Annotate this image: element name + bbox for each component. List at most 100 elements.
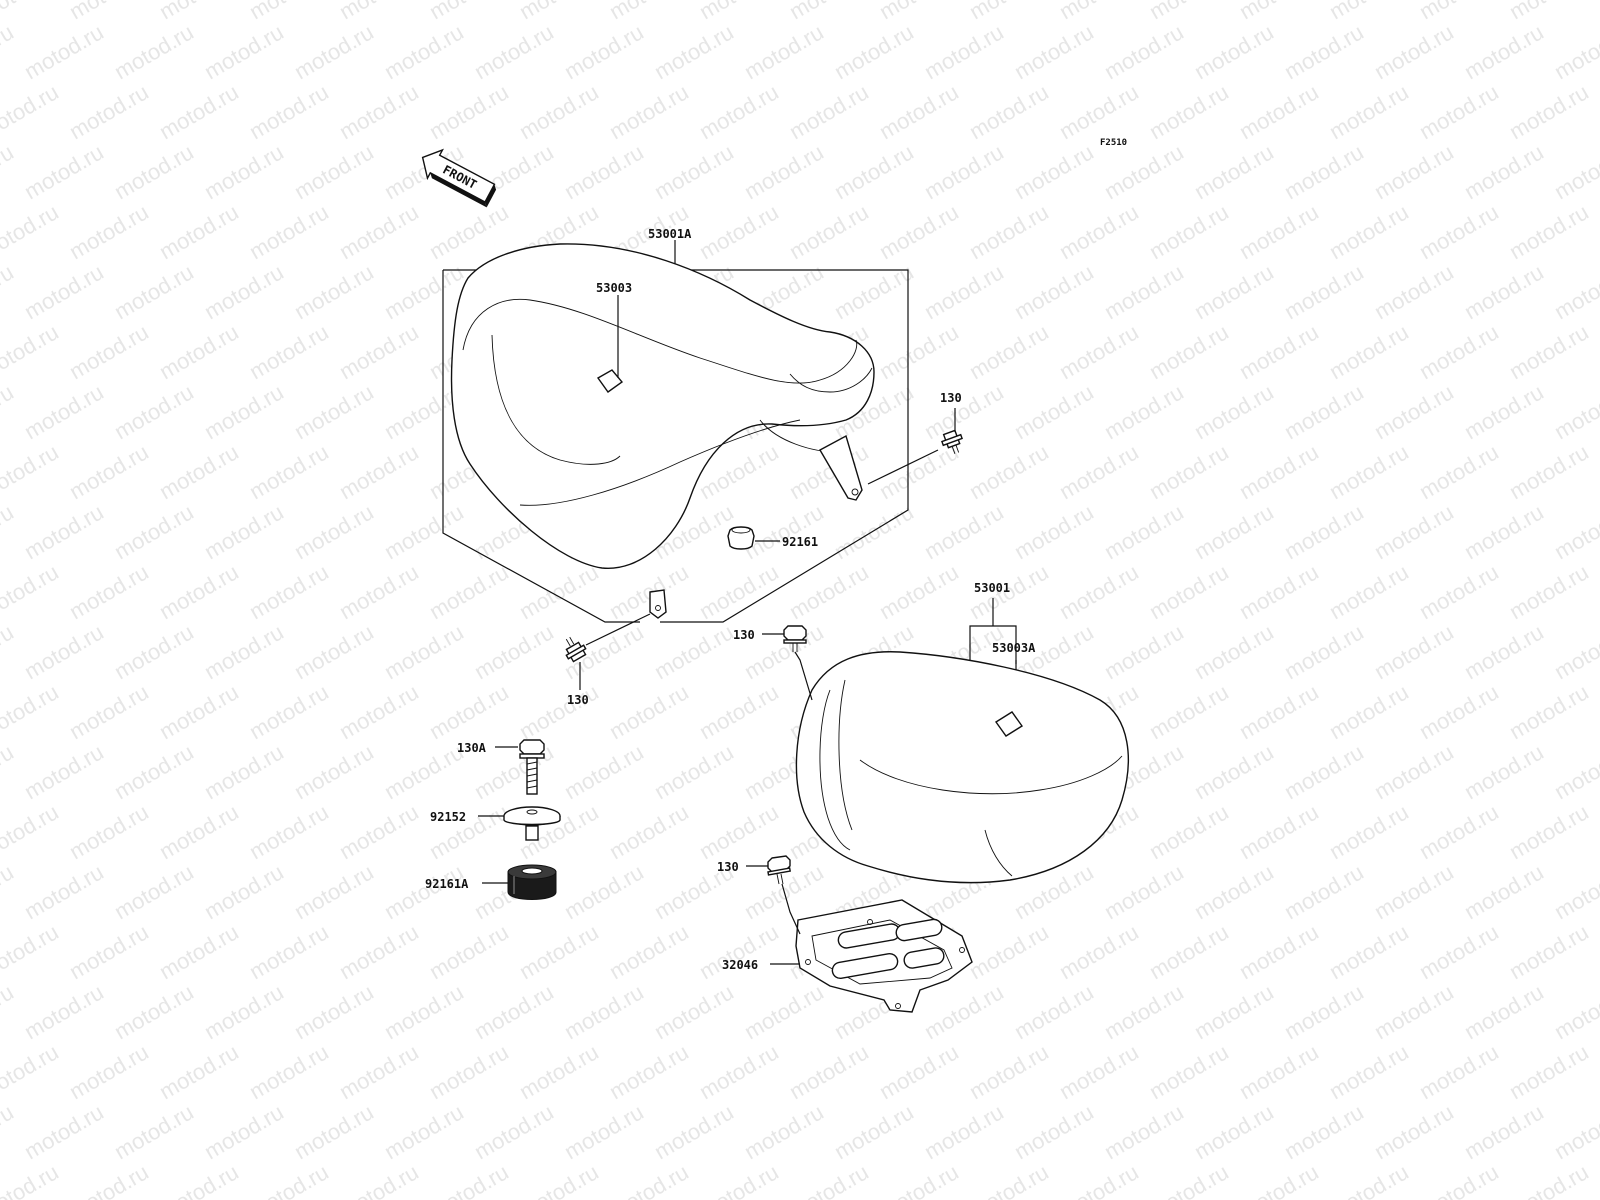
seat-main-contour-1 (462, 298, 858, 384)
watermark-text: motod.ru (110, 499, 198, 564)
watermark-text: motod.ru (110, 379, 198, 444)
watermark-text: motod.ru (1190, 859, 1278, 924)
watermark-text: motod.ru (155, 199, 243, 264)
watermark-text: motod.ru (380, 739, 468, 804)
watermark-text: motod.ru (1145, 439, 1233, 504)
watermark-text: motod.ru (1415, 679, 1503, 744)
watermark-text: motod.ru (605, 79, 693, 144)
mount-stack: 130A 92152 92161A (425, 739, 561, 900)
watermark-text: motod.ru (245, 319, 333, 384)
watermark-text: motod.ru (1145, 919, 1233, 984)
watermark-text: motod.ru (965, 1159, 1053, 1200)
watermark-text: motod.ru (470, 619, 558, 684)
watermark-text: motod.ru (65, 79, 153, 144)
watermark-text: motod.ru (1370, 979, 1458, 1044)
watermark-text: motod.ru (245, 559, 333, 624)
watermark-text: motod.ru (830, 499, 918, 564)
watermark-text: motod.ru (1145, 679, 1233, 744)
watermark-text: motod.ru (20, 499, 108, 564)
watermark-text: motod.ru (1460, 619, 1548, 684)
seat-alt-outline (795, 651, 1129, 884)
watermark-text: motod.ru (560, 859, 648, 924)
watermark-text: motod.ru (65, 679, 153, 744)
watermark-text: motod.ru (155, 679, 243, 744)
watermark-text: motod.ru (1505, 679, 1593, 744)
watermark-text: motod.ru (695, 679, 783, 744)
watermark-text: motod.ru (920, 379, 1008, 444)
watermark-text: motod.ru (1235, 199, 1323, 264)
watermark-text: motod.ru (155, 919, 243, 984)
plate-hole-1 (805, 959, 811, 965)
watermark-text: motod.ru (920, 979, 1008, 1044)
watermark-text: motod.ru (1100, 379, 1188, 444)
watermark-text: motod.ru (200, 739, 288, 804)
watermark-text: motod.ru (515, 1039, 603, 1104)
watermark-text: motod.ru (1010, 259, 1098, 324)
watermark-text: motod.ru (155, 1039, 243, 1104)
watermark-text: motod.ru (1505, 439, 1593, 504)
watermark-text: motod.ru (650, 19, 738, 84)
watermark-text: motod.ru (1055, 0, 1143, 24)
watermark-text: motod.ru (965, 199, 1053, 264)
watermark-text: motod.ru (785, 559, 873, 624)
watermark-text: motod.ru (785, 1039, 873, 1104)
strap-alt (994, 711, 1024, 737)
watermark-text: motod.ru (920, 139, 1008, 204)
watermark-text: motod.ru (245, 0, 333, 24)
watermark-text: motod.ru (1190, 499, 1278, 564)
watermark-text: motod.ru (515, 559, 603, 624)
watermark-text: motod.ru (1505, 319, 1593, 384)
watermark-text: motod.ru (1100, 859, 1188, 924)
watermark-text: motod.ru (1595, 1159, 1600, 1200)
watermark-text: motod.ru (1145, 1039, 1233, 1104)
bolt-130-right (941, 429, 963, 454)
watermark-text: motod.ru (380, 979, 468, 1044)
watermark-text: motod.ru (1055, 1159, 1143, 1200)
seat-assembly-main: 53001A 53003 92161 (442, 227, 963, 707)
watermark-text: motod.ru (515, 919, 603, 984)
watermark-text: motod.ru (920, 499, 1008, 564)
watermark-text: motod.ru (1100, 979, 1188, 1044)
watermark-text: motod.ru (335, 1159, 423, 1200)
watermark-text: motod.ru (1505, 799, 1593, 864)
watermark-text: motod.ru (650, 1099, 738, 1164)
watermark-text: motod.ru (1235, 0, 1323, 24)
bolt-130-bottom-left (565, 636, 587, 663)
watermark-text: motod.ru (1055, 439, 1143, 504)
watermark-text: motod.ru (335, 559, 423, 624)
watermark-text: motod.ru (1325, 0, 1413, 24)
watermark-text: motod.ru (0, 859, 18, 924)
watermark-text: motod.ru (1325, 439, 1413, 504)
label-53001a: 53001A (648, 227, 692, 241)
watermark-text: motod.ru (200, 1099, 288, 1164)
watermark-text: motod.ru (110, 859, 198, 924)
watermark-text: motod.ru (290, 1099, 378, 1164)
watermark-text: motod.ru (1550, 1099, 1600, 1164)
label-53003: 53003 (596, 281, 632, 295)
watermark-text: motod.ru (650, 619, 738, 684)
watermark-text: motod.ru (1280, 259, 1368, 324)
watermark-text: motod.ru (20, 379, 108, 444)
watermark-text: motod.ru (65, 799, 153, 864)
watermark-text: motod.ru (1235, 319, 1323, 384)
watermark-text: motod.ru (155, 0, 243, 24)
plate-hole-2 (959, 947, 965, 953)
watermark-text: motod.ru (380, 499, 468, 564)
watermark-text: motod.ru (515, 1159, 603, 1200)
leader-130-right-bracket (867, 449, 939, 485)
watermark-text: motod.ru (1010, 1099, 1098, 1164)
watermark-text: motod.ru (0, 739, 18, 804)
seat-main-contour-2 (491, 334, 621, 465)
label-130-bottom: 130 (567, 693, 589, 707)
seat-bracket-front (649, 589, 667, 619)
watermark-text: motod.ru (560, 139, 648, 204)
watermark-text: motod.ru (335, 799, 423, 864)
watermark-text: motod.ru (380, 619, 468, 684)
watermark-text: motod.ru (1415, 919, 1503, 984)
watermark-text: motod.ru (335, 199, 423, 264)
watermark-text: motod.ru (605, 1039, 693, 1104)
watermark-text: motod.ru (290, 859, 378, 924)
watermark-text: motod.ru (1460, 499, 1548, 564)
bolt-130-plate (767, 855, 791, 885)
